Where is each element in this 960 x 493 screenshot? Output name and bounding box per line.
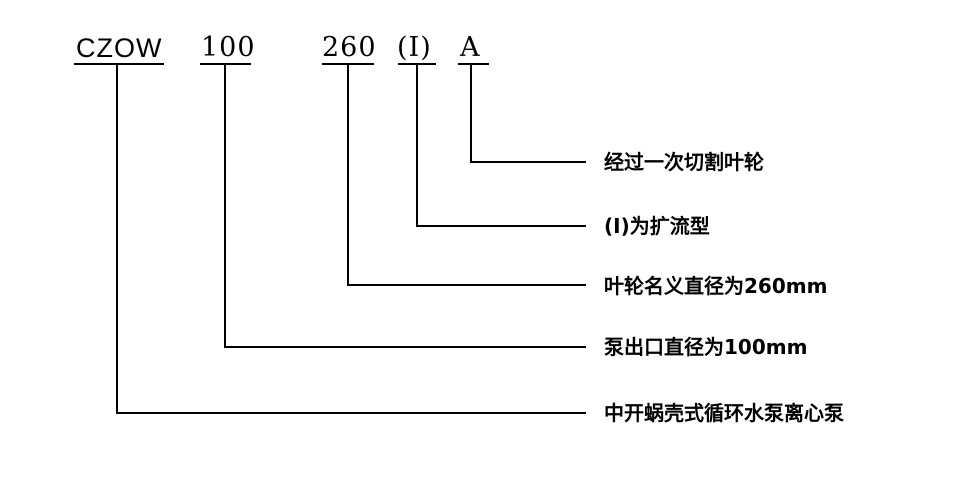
desc-type: 中开蜗壳式循环水泵离心泵 bbox=[604, 401, 844, 425]
code-outlet: 100 bbox=[201, 32, 256, 63]
leader-type bbox=[116, 63, 586, 414]
leader-variant bbox=[416, 63, 586, 227]
desc-variant: (I)为扩流型 bbox=[604, 214, 710, 238]
desc-cut: 经过一次切割叶轮 bbox=[604, 150, 764, 174]
desc-outlet: 泵出口直径为100mm bbox=[604, 335, 808, 359]
leader-outlet bbox=[224, 63, 586, 348]
code-variant: (I) bbox=[397, 32, 432, 63]
leader-impeller bbox=[347, 63, 586, 286]
code-cut: A bbox=[460, 32, 481, 63]
code-impeller: 260 bbox=[322, 32, 377, 63]
leader-cut bbox=[470, 63, 586, 163]
code-type: CZOW bbox=[76, 33, 163, 63]
desc-impeller: 叶轮名义直径为260mm bbox=[604, 274, 828, 298]
